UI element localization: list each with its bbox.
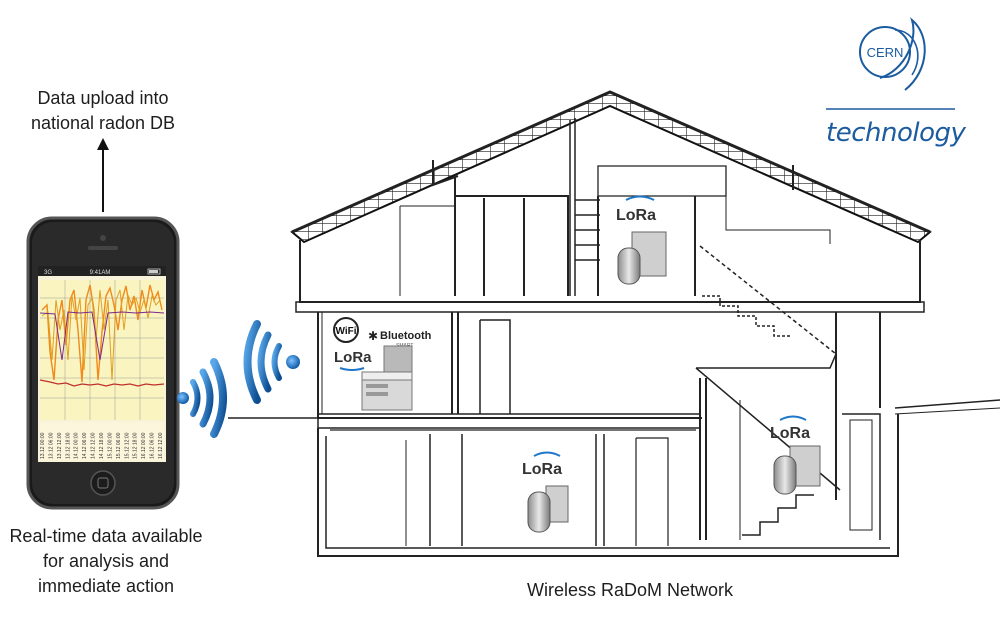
lora-wave-icon: [533, 451, 561, 457]
status-time: 9:41AM: [90, 270, 111, 276]
battery-icon: [147, 268, 161, 275]
wifi-badge: [333, 317, 359, 343]
cern-logo: CERN: [826, 17, 955, 110]
timestamp-label: 16.12 06:00: [150, 432, 156, 459]
speaker-grille: [88, 246, 118, 250]
house-signal-icon: [243, 320, 300, 404]
realtime-caption: Real-time data available for analysis an…: [9, 526, 203, 596]
timestamp-label: 13.12 18:00: [65, 432, 71, 459]
lora-label: LoRa: [770, 425, 810, 442]
phone-signal-icon: [177, 358, 227, 438]
camera-icon: [100, 235, 106, 241]
lora-label: LoRa: [334, 349, 372, 366]
lora-wave-icon: [779, 415, 807, 421]
lora-wave-icon: [625, 195, 655, 201]
timestamp-label: 15.12 06:00: [116, 432, 122, 459]
timestamp-label: 15.12 12:00: [124, 432, 130, 459]
timestamp-label: 13.12 06:00: [48, 432, 54, 459]
lora-label: LoRa: [616, 207, 656, 224]
timestamp-label: 16.12 12:00: [158, 432, 164, 459]
timestamp-label: 15.12 18:00: [133, 432, 139, 459]
timestamp-label: 15.12 00:00: [107, 432, 113, 459]
timestamp-label: 14.12 00:00: [74, 432, 80, 459]
timestamp-label: 14.12 18:00: [99, 432, 105, 459]
radon-sensor-stairs: LoRa: [770, 415, 821, 495]
upload-arrow: [97, 138, 109, 212]
gateway-device: WiFi ✱ Bluetooth SMART LoRa: [333, 317, 432, 411]
cern-tagline: technology: [826, 118, 966, 148]
wifi-label: WiFi: [335, 326, 356, 337]
lora-label: LoRa: [522, 461, 562, 478]
cern-logo-text: CERN: [867, 45, 904, 60]
timestamp-label: 14.12 06:00: [82, 432, 88, 459]
radon-sensor-attic: LoRa: [616, 195, 667, 285]
timestamp-label: 13.12 00:00: [40, 432, 46, 459]
upload-caption: Data upload into national radon DB: [30, 88, 176, 133]
home-button[interactable]: [90, 470, 116, 496]
home-square-icon: [97, 477, 109, 489]
timestamp-label: 14.12 12:00: [91, 432, 97, 459]
timestamp-label: 13.12 12:00: [57, 432, 63, 459]
network-caption: Wireless RaDoM Network: [526, 580, 734, 600]
bluetooth-icon: ✱: [368, 329, 378, 343]
house-cross-section: [228, 90, 1000, 557]
lora-wave-icon: [339, 367, 365, 371]
timestamp-label: 16.12 00:00: [141, 432, 147, 459]
bluetooth-label: Bluetooth: [380, 330, 432, 342]
status-carrier: 3G: [44, 270, 52, 276]
radon-sensor-basement: LoRa: [522, 451, 569, 533]
